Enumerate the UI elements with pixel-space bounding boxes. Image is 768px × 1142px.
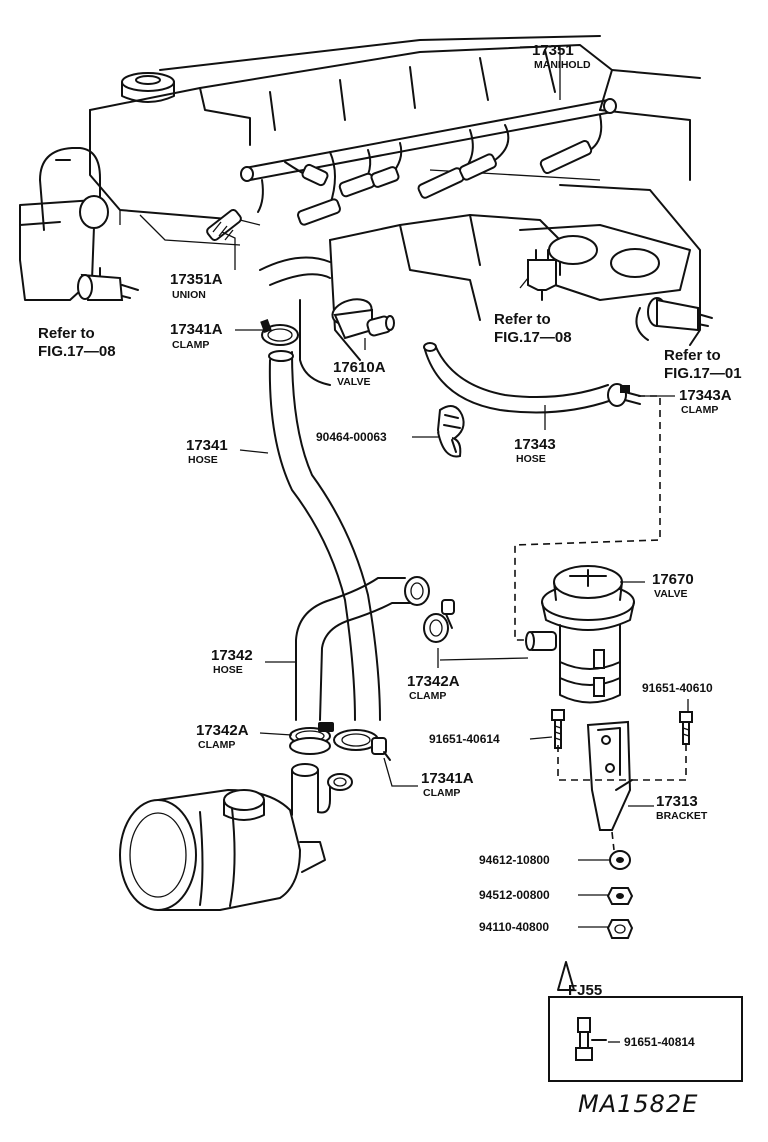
part-number: 91651-40614 — [429, 732, 500, 746]
part-number: 17341A — [421, 770, 474, 787]
figure-id: MA1582E — [578, 1090, 698, 1118]
label-91651-40610: 91651-40610 — [642, 681, 713, 695]
part-name: CLAMP — [423, 787, 460, 799]
part-name: VALVE — [654, 588, 687, 600]
nut-94512 — [606, 887, 634, 905]
part-name: CLAMP — [198, 739, 235, 751]
part-name: HOSE — [213, 664, 243, 676]
valve-17610a — [331, 298, 395, 340]
part-number: 17343 — [514, 436, 556, 453]
part-number: 17313 — [656, 793, 698, 810]
clamp-90464 — [436, 405, 465, 458]
part-number: 91651-40814 — [624, 1035, 695, 1049]
refer-line1: Refer to — [38, 325, 95, 342]
refer-line1: Refer to — [664, 347, 721, 364]
left-sensor — [77, 267, 139, 301]
part-number: 17343A — [679, 387, 732, 404]
label-91651-40814: 91651-40814 — [624, 1035, 695, 1049]
part-number: 90464-00063 — [316, 430, 387, 444]
clamp-17343a — [607, 383, 641, 407]
part-name: HOSE — [516, 453, 546, 465]
air-intake-elbow — [39, 147, 109, 231]
label-17351a: 17351A UNION — [170, 271, 223, 301]
part-name: CLAMP — [172, 339, 209, 351]
label-94512: 94512-00800 — [479, 888, 550, 902]
part-number: 17342A — [196, 722, 249, 739]
air-pump — [119, 763, 353, 911]
label-17313: 17313 BRACKET — [656, 793, 708, 822]
part-number: 17342A — [407, 673, 460, 690]
part-name: UNION — [172, 289, 206, 301]
label-17341: 17341 HOSE — [186, 437, 228, 466]
variant-label: FJ55 — [568, 982, 602, 999]
union-fitting — [206, 209, 242, 241]
washer-94612 — [609, 850, 631, 870]
label-17342a-low: 17342A CLAMP — [196, 722, 249, 751]
hose-17342 — [295, 576, 430, 721]
refer-line1: Refer to — [494, 311, 551, 328]
bracket-17313 — [586, 720, 633, 831]
part-name: VALVE — [337, 376, 370, 388]
refer-note-left: Refer to FIG.17—08 — [38, 325, 116, 360]
label-17343a: 17343A CLAMP — [679, 387, 732, 416]
part-number: 17342 — [211, 647, 253, 664]
label-17670: 17670 VALVE — [652, 571, 694, 600]
bolt-91651-40610 — [679, 711, 693, 745]
part-number: 17670 — [652, 571, 694, 588]
label-94110: 94110-40800 — [479, 920, 549, 934]
refer-note-right: Refer to FIG.17—01 — [664, 347, 742, 382]
label-17610a: 17610A VALVE — [333, 359, 386, 388]
bolt-91651-40614 — [551, 709, 565, 749]
part-number: 94110-40800 — [479, 920, 549, 934]
label-17342: 17342 HOSE — [211, 647, 253, 676]
part-name: BRACKET — [656, 810, 708, 822]
label-17341a-top: 17341A CLAMP — [170, 321, 223, 351]
fj55-inset — [548, 961, 743, 1082]
air-injection-manifold — [240, 98, 617, 226]
label-17343: 17343 HOSE — [514, 436, 556, 465]
part-number: 17341 — [186, 437, 228, 454]
part-number: 17351 — [532, 42, 574, 59]
hose-17341 — [268, 350, 381, 721]
part-name: HOSE — [188, 454, 218, 466]
refer-note-center: Refer to FIG.17—08 — [494, 311, 572, 346]
refer-line2: FIG.17—01 — [664, 365, 742, 382]
valve-17670 — [525, 565, 635, 704]
part-number: 94612-10800 — [479, 853, 550, 867]
leader-lines — [221, 45, 689, 1043]
part-name: CLAMP — [681, 404, 718, 416]
intake-manifold — [259, 214, 691, 386]
refer-line2: FIG.17—08 — [38, 343, 116, 360]
part-number: 17341A — [170, 321, 223, 338]
refer-line2: FIG.17—08 — [494, 329, 572, 346]
part-number: 94512-00800 — [479, 888, 550, 902]
part-number: 17351A — [170, 271, 223, 288]
part-number: 17610A — [333, 359, 386, 376]
part-number: 91651-40610 — [642, 681, 713, 695]
clamps-lower — [289, 722, 391, 761]
label-94612: 94612-10800 — [479, 853, 550, 867]
engine-valve-cover — [19, 35, 701, 346]
clamp-17341a-top — [260, 318, 299, 346]
label-17351: 17351 MANIHOLD — [532, 42, 591, 71]
part-name: MANIHOLD — [534, 59, 591, 71]
label-17341a-low: 17341A CLAMP — [421, 770, 474, 799]
nut-94110 — [606, 919, 634, 939]
right-sensor — [635, 297, 713, 341]
label-17342a-mid: 17342A CLAMP — [407, 673, 460, 702]
clamp-17342a-mid — [423, 599, 455, 643]
label-90464: 90464-00063 — [316, 430, 387, 444]
center-sensor — [527, 249, 557, 301]
label-91651-40614: 91651-40614 — [429, 732, 500, 746]
hose-17343 — [423, 342, 613, 414]
part-name: CLAMP — [409, 690, 446, 702]
